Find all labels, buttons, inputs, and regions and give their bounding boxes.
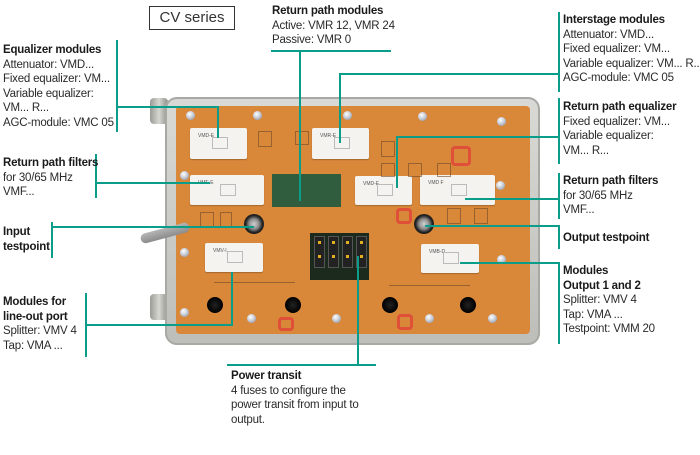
- input-port: [207, 297, 223, 313]
- callout-title: testpoint: [3, 240, 50, 253]
- callout-line: Variable equalizer:: [563, 130, 654, 142]
- callout-line: for 30/65 MHz: [563, 189, 633, 202]
- callout-line: Splitter: VMV 4: [563, 294, 637, 306]
- callout-line: AGC-module: VMC 05: [563, 72, 674, 84]
- module-label: VMB-D: [429, 249, 446, 255]
- callout-line: VMF...: [563, 204, 595, 216]
- callout-modules-output: Modules Output 1 and 2 Splitter: VMV 4 T…: [563, 264, 655, 337]
- callout-line: Tap: VMA ...: [3, 339, 63, 352]
- module-line-out: VMV-I: [205, 243, 263, 272]
- callout-line: Variable equalizer: VM... R...: [563, 57, 700, 70]
- screw-icon: [418, 112, 427, 121]
- module-label: VMD-E: [363, 181, 380, 187]
- callout-output-testpoint: Output testpoint: [563, 231, 649, 246]
- module-label: VMV-I: [213, 248, 227, 254]
- screw-icon: [180, 171, 189, 180]
- callout-title: Modules: [563, 265, 609, 277]
- screw-icon: [497, 255, 506, 264]
- input-testpoint-socket: [244, 214, 264, 234]
- brand-logo-icon: [396, 208, 412, 224]
- return-path-module-slot: [272, 174, 341, 207]
- callout-title: Return path equalizer: [563, 101, 677, 113]
- screw-icon: [332, 314, 341, 323]
- screw-icon: [253, 111, 262, 120]
- callout-line: Variable equalizer:: [3, 87, 94, 100]
- output-2-port: [382, 297, 398, 313]
- screw-icon: [425, 314, 434, 323]
- module-label: VMR-E: [320, 133, 337, 139]
- screw-icon: [180, 248, 189, 257]
- callout-line: VM... R...: [3, 102, 49, 114]
- screw-icon: [247, 314, 256, 323]
- brand-logo-icon: [278, 317, 294, 331]
- callout-title: Return path modules: [272, 5, 384, 17]
- mounting-bracket-bottom: [150, 294, 168, 320]
- callout-title: Equalizer modules: [3, 44, 102, 56]
- module-output: VMB-D: [421, 244, 479, 273]
- screw-icon: [488, 314, 497, 323]
- module-label: VMD F: [428, 180, 444, 186]
- callout-line: Passive: VMR 0: [272, 34, 352, 46]
- callout-title: Output testpoint: [563, 232, 650, 244]
- callout-line: output.: [231, 413, 265, 426]
- callout-title: line-out port: [3, 310, 68, 323]
- brand-logo-icon: [451, 146, 471, 166]
- callout-return-path-filters-right: Return path filters for 30/65 MHz VMF...: [563, 174, 658, 218]
- screw-icon: [343, 111, 352, 120]
- callout-title: Input: [3, 226, 31, 238]
- screw-icon: [180, 308, 189, 317]
- screw-icon: [497, 117, 506, 126]
- callout-line: Fixed equalizer: VM...: [3, 73, 110, 85]
- callout-line: Splitter: VMV 4: [3, 325, 77, 337]
- callout-title: Output 1 and 2: [563, 279, 641, 292]
- callout-power-transit: Power transit 4 fuses to configure the p…: [231, 369, 359, 427]
- callout-input-testpoint: Input testpoint: [3, 225, 50, 254]
- power-transit-fuses: [310, 233, 369, 280]
- callout-line: Fixed equalizer: VM...: [563, 115, 670, 128]
- callout-line: VMF...: [3, 186, 35, 198]
- callout-line: Tap: VMA ...: [563, 308, 623, 321]
- callout-interstage-modules: Interstage modules Attenuator: VMD... Fi…: [563, 13, 700, 86]
- line-out-port: [285, 297, 301, 313]
- callout-line: Active: VMR 12, VMR 24: [272, 19, 395, 32]
- callout-line: power transit from input to: [231, 399, 359, 411]
- module-return-filter-left: VMF-E: [190, 175, 264, 205]
- callout-return-path-filters-left: Return path filters for 30/65 MHz VMF...: [3, 156, 98, 200]
- callout-equalizer-modules: Equalizer modules Attenuator: VMD... Fix…: [3, 43, 114, 130]
- callout-line: 4 fuses to configure the: [231, 384, 346, 397]
- mounting-bracket-top: [150, 98, 168, 124]
- callout-line: VM... R...: [563, 144, 609, 157]
- callout-return-path-equalizer: Return path equalizer Fixed equalizer: V…: [563, 100, 677, 158]
- callout-line: for 30/65 MHz: [3, 171, 73, 184]
- output-1-port: [460, 297, 476, 313]
- screw-icon: [496, 181, 505, 190]
- callout-title: Power transit: [231, 370, 302, 382]
- screw-icon: [186, 111, 195, 120]
- callout-line: Attenuator: VMD...: [563, 28, 654, 41]
- callout-line: AGC-module: VMC 05: [3, 116, 114, 129]
- series-title: CV series: [149, 6, 235, 30]
- callout-modules-line-out: Modules for line-out port Splitter: VMV …: [3, 295, 77, 353]
- callout-title: Modules for: [3, 296, 66, 308]
- callout-return-path-modules: Return path modules Active: VMR 12, VMR …: [272, 4, 395, 48]
- callout-title: Return path filters: [563, 175, 659, 187]
- callout-title: Interstage modules: [563, 14, 665, 26]
- output-testpoint-socket: [414, 214, 434, 234]
- callout-title: Return path filters: [3, 157, 99, 169]
- callout-line: Testpoint: VMM 20: [563, 323, 655, 335]
- brand-logo-icon: [397, 314, 413, 330]
- module-return-filter-right: VMD F: [420, 175, 495, 205]
- callout-line: Attenuator: VMD...: [3, 58, 94, 71]
- callout-line: Fixed equalizer: VM...: [563, 43, 670, 55]
- module-label: VMD-E: [198, 133, 215, 139]
- module-return-equalizer: VMD-E: [355, 176, 412, 205]
